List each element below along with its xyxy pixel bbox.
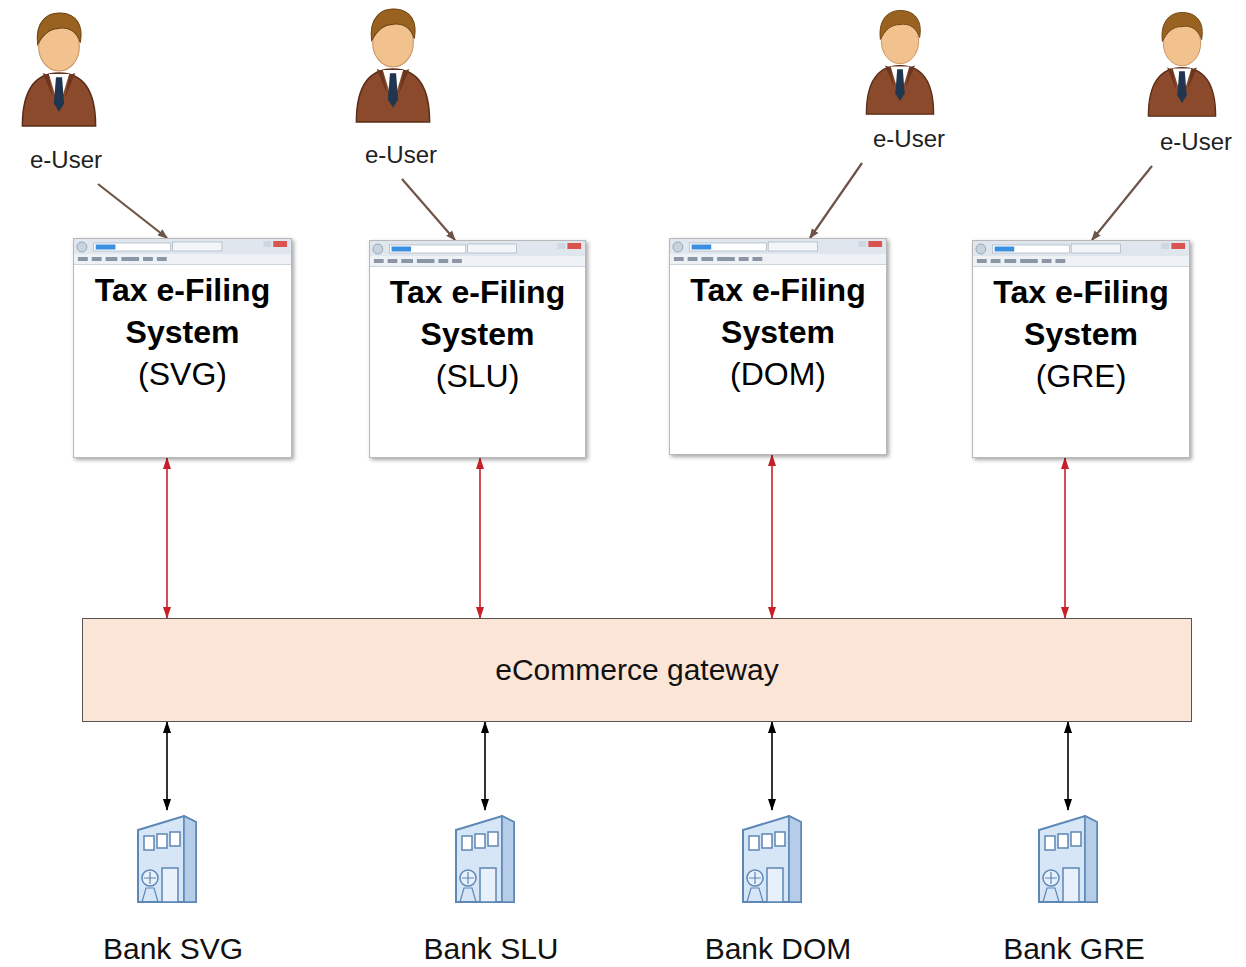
system-window: Tax e-Filing System(DOM) (669, 238, 887, 455)
user-label: e-User (851, 125, 967, 159)
system-window: Tax e-Filing System(SLU) (369, 240, 586, 458)
bank-icon (456, 816, 514, 902)
bank-icon (1039, 816, 1097, 902)
connector-arrow (771, 722, 773, 810)
system-window: Tax e-Filing System(SVG) (73, 238, 292, 458)
browser-chrome (74, 239, 291, 265)
connector-arrow (1067, 722, 1069, 810)
bank-icon (138, 816, 196, 902)
user-label: e-User (343, 141, 459, 175)
node-label: Tax e-Filing System (82, 269, 283, 353)
bank-icon (743, 816, 801, 902)
node-label: Tax e-Filing System (378, 271, 577, 355)
user-label: e-User (1138, 128, 1246, 162)
user-icon (1148, 12, 1215, 116)
node-sublabel: (SLU) (378, 355, 577, 397)
node-label: Bank GRE (968, 932, 1180, 966)
browser-chrome (973, 241, 1189, 267)
connector-arrow (166, 458, 168, 618)
node-label: Bank SVG (67, 932, 279, 966)
browser-chrome (670, 239, 886, 265)
connector-arrow (166, 722, 168, 810)
node-label: Tax e-Filing System (981, 271, 1181, 355)
node-sublabel: (DOM) (678, 353, 878, 395)
node-label: e-User (851, 125, 967, 153)
user-label: e-User (8, 146, 124, 180)
connector-arrow (402, 179, 455, 240)
connector-arrow (98, 184, 167, 238)
connector-arrow (484, 722, 486, 810)
gateway-band: eCommerce gateway (82, 618, 1192, 722)
connector-arrow (810, 163, 862, 238)
user-icon (356, 9, 429, 122)
node-label: Tax e-Filing System (678, 269, 878, 353)
user-icon (866, 10, 933, 114)
browser-chrome (370, 241, 585, 267)
bank-node: Bank SLU (385, 810, 597, 967)
node-sublabel: (SVG) (82, 353, 283, 395)
connector-arrow (1064, 458, 1066, 618)
node-label: e-User (1138, 128, 1246, 156)
node-label: Bank SLU (385, 932, 597, 966)
node-label: Bank DOM (672, 932, 884, 966)
user-icon (22, 13, 95, 126)
connector-arrow (479, 458, 481, 618)
node-label: e-User (343, 141, 459, 169)
bank-node: Bank DOM (672, 810, 884, 967)
system-window: Tax e-Filing System(GRE) (972, 240, 1190, 458)
connector-arrow (771, 455, 773, 618)
bank-node: Bank GRE (968, 810, 1180, 967)
gateway-text-wrap: eCommerce gateway (495, 653, 778, 687)
bank-node: Bank SVG (67, 810, 279, 967)
node-label: eCommerce gateway (495, 653, 778, 687)
node-sublabel: (GRE) (981, 355, 1181, 397)
node-label: e-User (8, 146, 124, 174)
connector-arrow (1092, 166, 1152, 240)
